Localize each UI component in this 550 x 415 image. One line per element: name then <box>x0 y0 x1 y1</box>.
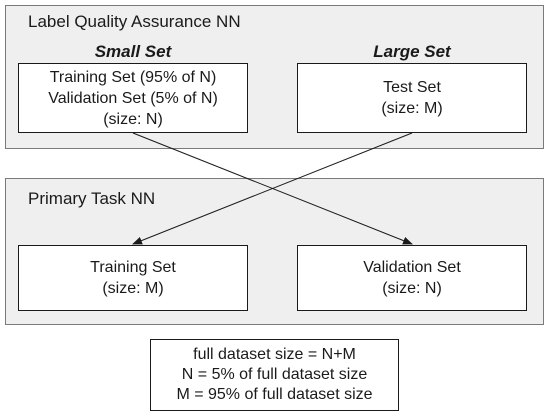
validation-set-box: Validation Set (size: N) <box>297 245 527 311</box>
panel-title: Primary Task NN <box>28 189 156 208</box>
training-set-line: (size: M) <box>102 280 164 297</box>
large-set-line: (size: M) <box>381 100 443 117</box>
small-set-line: (size: N) <box>103 110 163 128</box>
validation-set-line: Validation Set <box>363 259 461 276</box>
legend-line: M = 95% of full dataset size <box>176 386 373 403</box>
large-set-box: Test Set (size: M) <box>297 63 527 133</box>
dataset-size-legend: full dataset size = N+M N = 5% of full d… <box>150 339 399 411</box>
large-set-heading: Large Set <box>373 42 451 61</box>
panel-title: Label Quality Assurance NN <box>28 12 241 31</box>
validation-set-line: (size: N) <box>382 280 442 297</box>
training-set-box: Training Set (size: M) <box>18 245 248 311</box>
large-set-line: Test Set <box>383 79 441 96</box>
legend-line: full dataset size = N+M <box>193 346 356 363</box>
small-set-line: Training Set (95% of N) <box>49 68 217 86</box>
small-set-box: Training Set (95% of N) Validation Set (… <box>18 63 248 133</box>
legend-line: N = 5% of full dataset size <box>181 366 368 383</box>
small-set-heading: Small Set <box>94 42 172 61</box>
training-set-line: Training Set <box>90 259 176 276</box>
small-set-line: Validation Set (5% of N) <box>48 89 218 107</box>
